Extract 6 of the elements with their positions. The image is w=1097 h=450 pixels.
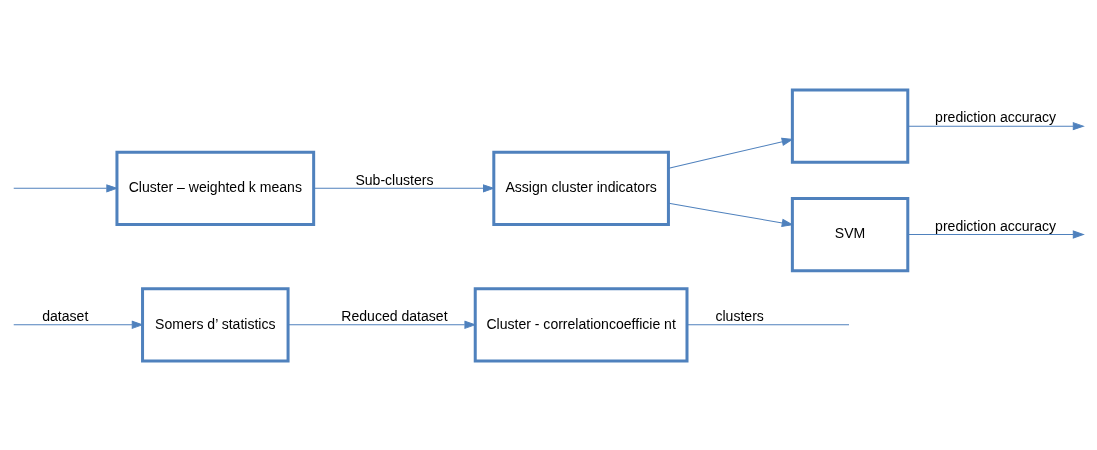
edge-label: dataset [42,307,89,324]
edge-label: prediction accuracy [935,217,1057,234]
edge-label: Sub-clusters [355,171,434,188]
edge-label: Reduced dataset [341,307,448,324]
edge-label: prediction accuracy [935,108,1057,125]
edge-label: clusters [715,307,764,324]
